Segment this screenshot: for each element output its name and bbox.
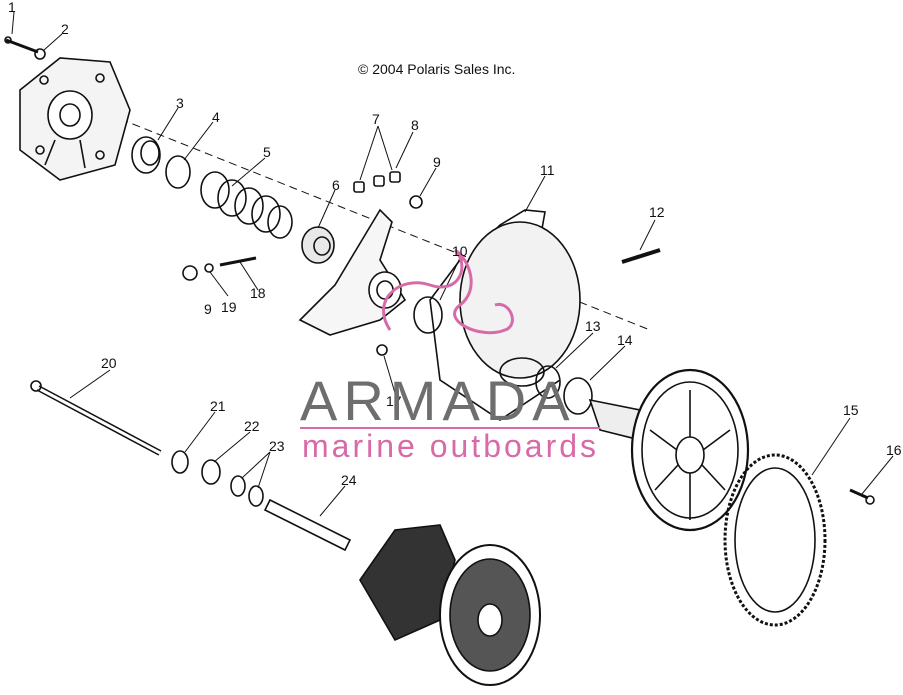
callout-8: 8	[411, 117, 419, 133]
callout-22: 22	[244, 418, 260, 434]
part-23-spacer-b	[248, 485, 264, 507]
part-19-oring	[204, 263, 214, 273]
watermark-tagline: marine outboards	[302, 428, 600, 464]
callout-2: 2	[61, 21, 69, 37]
callout-10: 10	[452, 243, 468, 259]
callout-15: 15	[843, 402, 859, 418]
callout-3: 3	[176, 95, 184, 111]
callout-11: 11	[540, 162, 555, 178]
part-24-shaft	[263, 498, 352, 552]
callout-6: 6	[332, 177, 340, 193]
spider-arm	[298, 208, 407, 336]
callout-24: 24	[341, 472, 357, 488]
callout-7: 7	[372, 111, 380, 127]
callout-16: 16	[886, 442, 902, 458]
callout-19: 19	[221, 299, 237, 315]
part-6-bushing	[301, 226, 335, 264]
callout-21: 21	[210, 398, 226, 414]
cover-plate	[19, 57, 131, 181]
part-5-spring	[200, 171, 293, 239]
watermark-divider	[300, 427, 600, 429]
callout-numbers: 1 2 3 4 5 6 7 8 9 11 12 10 13 14 15 16 1…	[8, 0, 902, 488]
callout-18: 18	[250, 285, 266, 301]
part-20-bolt	[30, 380, 162, 456]
part-22-bushing	[201, 459, 221, 485]
watermark-logo-icon	[382, 248, 514, 335]
part-21-washer	[171, 450, 189, 474]
callout-9-upper: 9	[433, 154, 441, 170]
part-18-pin	[219, 256, 257, 267]
part-2-washer	[34, 48, 46, 60]
part-17-button	[376, 344, 388, 356]
callout-1: 1	[8, 0, 16, 15]
part-3-bearing	[131, 136, 161, 174]
callout-14: 14	[617, 332, 633, 348]
part-16-screw	[849, 488, 875, 505]
part-7-8-rollers	[353, 171, 401, 193]
part-9-button-lower	[182, 265, 198, 281]
leader-lines	[11, 11, 894, 517]
part-4-snap-ring	[165, 155, 191, 189]
part-13-bearing	[535, 365, 561, 399]
part-10-washer	[413, 296, 443, 334]
part-9-button	[409, 195, 423, 209]
part-1-bolt	[4, 36, 39, 54]
callout-12: 12	[649, 204, 665, 220]
callout-13: 13	[585, 318, 601, 334]
callout-9-lower: 9	[204, 301, 212, 317]
callout-4: 4	[212, 109, 220, 125]
assembly-axis	[59, 94, 651, 331]
part-15-ring-gear	[723, 453, 827, 627]
assembled-clutch	[359, 524, 541, 686]
callout-17: 17	[386, 393, 402, 409]
callout-20: 20	[101, 355, 117, 371]
fixed-sheave	[588, 368, 750, 532]
part-23-spacer-a	[230, 475, 246, 497]
part-12-pin	[621, 248, 661, 264]
part-14-seal	[563, 377, 593, 415]
copyright-notice: © 2004 Polaris Sales Inc.	[358, 61, 516, 77]
callout-5: 5	[263, 144, 271, 160]
callout-23: 23	[269, 438, 285, 454]
watermark-brand: ARMADA	[300, 369, 576, 432]
